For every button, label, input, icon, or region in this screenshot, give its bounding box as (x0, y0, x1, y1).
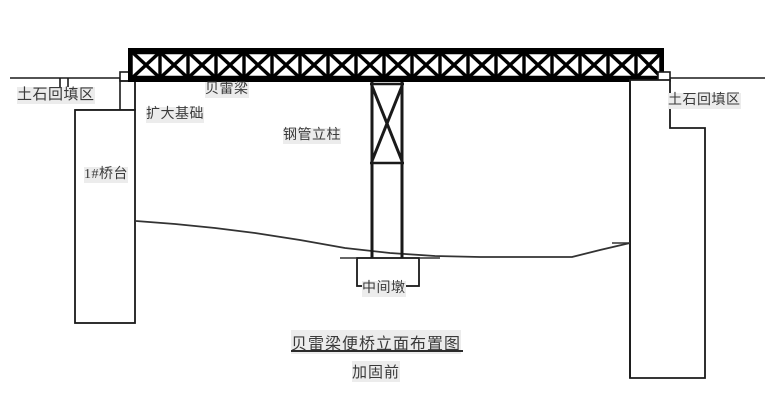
riverbed-terrain-line (135, 220, 631, 258)
truss-x-bracing (130, 50, 664, 80)
label-bailey-beam: 贝雷梁 (205, 82, 249, 99)
label-spread-foundation: 扩大基础 (146, 107, 204, 124)
drawing-subtitle: 加固前 (352, 361, 401, 382)
right-abutment (612, 79, 706, 379)
right-ground-surface-group (657, 71, 765, 82)
label-backfill-right: 土石回填区 (668, 93, 741, 110)
drawing-title: 贝雷梁便桥立面布置图 (291, 330, 462, 354)
drawing-title-underline (291, 350, 463, 352)
label-backfill-left: 土石回填区 (17, 87, 95, 105)
label-middle-pier: 中间墩 (362, 281, 406, 298)
label-steel-pipe-column: 钢管立柱 (283, 128, 341, 145)
left-abutment-1 (74, 71, 136, 324)
label-abutment-1: 1#桥台 (84, 167, 128, 184)
center-steel-pipe-column (370, 82, 404, 258)
column-x-brace-b (370, 85, 404, 162)
bailey-truss-beam (128, 48, 664, 82)
terrain-profile-group (135, 220, 631, 258)
